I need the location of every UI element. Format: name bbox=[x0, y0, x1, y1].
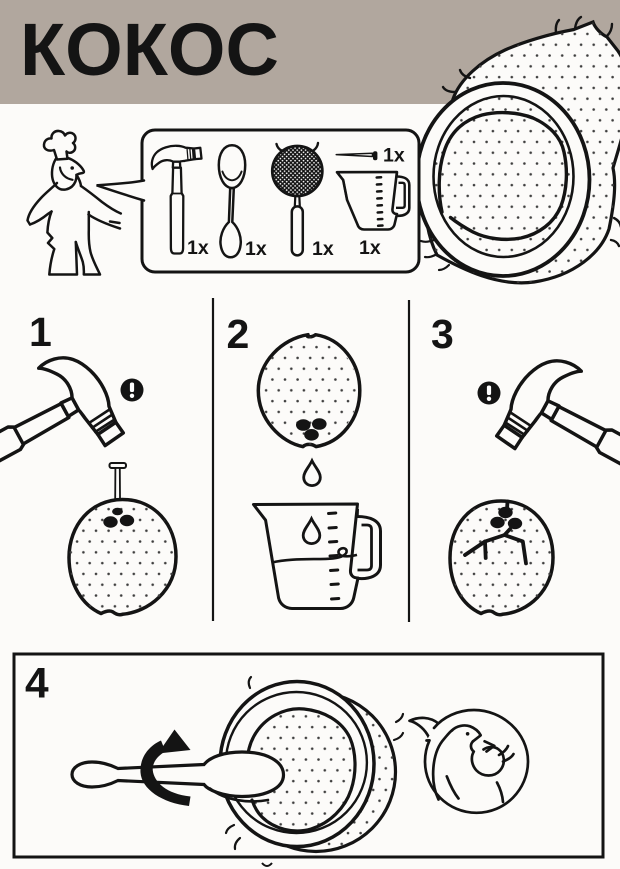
svg-text:1x: 1x bbox=[383, 145, 405, 167]
svg-text:1x: 1x bbox=[245, 238, 267, 260]
svg-text:3: 3 bbox=[431, 311, 454, 357]
svg-text:2: 2 bbox=[227, 311, 250, 357]
svg-text:КОКОС: КОКОС bbox=[20, 8, 279, 91]
svg-text:1: 1 bbox=[29, 309, 52, 355]
svg-text:1x: 1x bbox=[359, 237, 381, 259]
svg-text:4: 4 bbox=[25, 661, 49, 708]
svg-text:1x: 1x bbox=[187, 237, 209, 259]
svg-text:1x: 1x bbox=[312, 238, 334, 260]
